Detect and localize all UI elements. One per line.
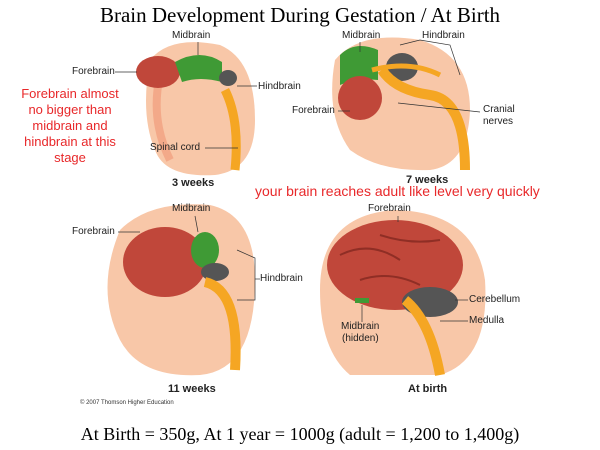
embryo-7-weeks <box>332 37 470 171</box>
caption-7-weeks: 7 weeks <box>406 174 449 186</box>
label-forebrain-11w: Forebrain <box>72 226 115 237</box>
label-forebrain-3w: Forebrain <box>72 66 115 77</box>
embryo-11-weeks <box>107 204 255 376</box>
midbrain-3w <box>175 55 222 82</box>
caption-3-weeks: 3 weeks <box>172 177 215 189</box>
note-line: stage <box>54 150 86 165</box>
label-midbrain-birth: Midbrain <box>341 321 380 332</box>
forebrain-note: Forebrain almost no bigger than midbrain… <box>4 86 136 166</box>
midbrain-birth <box>355 298 369 303</box>
forebrain-3w <box>136 56 180 88</box>
caption-11-weeks: 11 weeks <box>168 383 216 395</box>
note-line: Forebrain almost <box>21 86 119 101</box>
leader-lines <box>115 39 481 322</box>
label-hindbrain-3w: Hindbrain <box>258 81 301 92</box>
brain-weight-footer: At Birth = 350g, At 1 year = 1000g (adul… <box>80 424 520 444</box>
adult-level-note: your brain reaches adult like level very… <box>255 183 540 199</box>
forebrain-11w <box>123 227 207 297</box>
forebrain-7w <box>338 76 382 120</box>
midbrain-7w <box>340 46 378 85</box>
label-forebrain-birth: Forebrain <box>368 203 411 214</box>
label-midbrain-hidden-birth: (hidden) <box>342 333 379 344</box>
label-midbrain-7w: Midbrain <box>342 30 381 41</box>
label-cranial-1-7w: Cranial <box>483 104 515 115</box>
slide-title: Brain Development During Gestation / At … <box>99 3 501 27</box>
caption-at-birth: At birth <box>408 383 448 395</box>
label-midbrain-11w: Midbrain <box>172 203 211 214</box>
label-medulla-birth: Medulla <box>469 315 505 326</box>
label-spinal-cord-3w: Spinal cord <box>150 142 201 153</box>
note-line: midbrain and <box>32 118 108 133</box>
label-cranial-2-7w: nerves <box>483 116 514 127</box>
copyright: © 2007 Thomson Higher Education <box>80 400 174 406</box>
label-hindbrain-11w: Hindbrain <box>260 273 303 284</box>
label-hindbrain-7w: Hindbrain <box>422 30 465 41</box>
hindbrain-3w <box>219 70 237 86</box>
label-cerebellum-birth: Cerebellum <box>469 294 521 305</box>
label-midbrain-3w: Midbrain <box>172 30 211 41</box>
note-line: no bigger than <box>28 102 112 117</box>
hindbrain-11w <box>201 263 229 281</box>
newborn-at-birth <box>320 210 486 376</box>
label-forebrain-7w: Forebrain <box>292 105 335 116</box>
embryo-3-weeks <box>136 42 255 176</box>
midbrain-11w <box>191 232 219 268</box>
note-line: hindbrain at this <box>24 134 116 149</box>
